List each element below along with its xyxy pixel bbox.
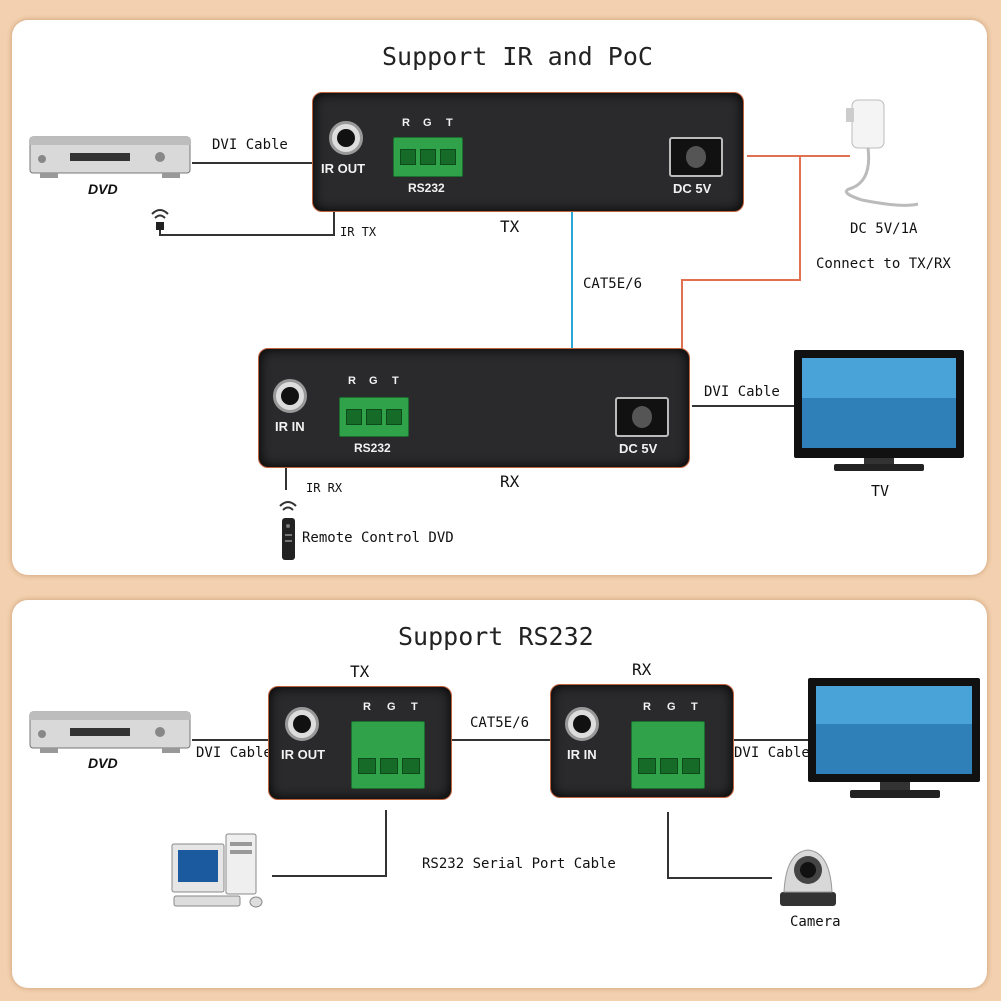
dc-label: DC 5V [619, 441, 658, 456]
dvi-cable-label-left: DVI Cable [196, 745, 272, 761]
rx-device: IR IN R G T RS232 DC 5V [258, 348, 690, 468]
ir-out-jack [329, 121, 363, 155]
cat-label: CAT5E/6 [470, 715, 530, 731]
dc-jack [615, 397, 669, 437]
panel-title: Support IR and PoC [382, 42, 653, 71]
terminal-g-label: G [369, 375, 378, 387]
dvi-cable-label-left: DVI Cable [212, 137, 288, 153]
connect-label: Connect to TX/RX [816, 256, 951, 272]
tx-device: IR OUT R G T RS232 DC 5V [312, 92, 744, 212]
rs232-terminal [339, 397, 409, 437]
connection-lines [159, 155, 850, 490]
remote-control-icon [279, 501, 297, 560]
terminal-t-label: T [446, 117, 453, 129]
tv-icon [794, 350, 964, 471]
dvd-label: DVD [88, 181, 118, 197]
terminal-g-label: G [387, 701, 396, 713]
terminal-g-label: G [667, 701, 676, 713]
remote-label: Remote Control DVD [302, 530, 454, 546]
tx-label: TX [350, 662, 370, 681]
rs232-panel: Support RS232 TX RX DVD DVI Cable IR OUT… [12, 600, 987, 988]
dvi-cable-label-right: DVI Cable [734, 745, 810, 761]
camera-icon [780, 849, 836, 906]
ir-out-label: IR OUT [321, 161, 366, 176]
rx-device: IR IN R G T [550, 684, 734, 798]
rs232-terminal [631, 721, 705, 789]
tv-label: TV [871, 482, 890, 500]
ir-in-jack [565, 707, 599, 741]
power-adapter-icon [844, 99, 919, 207]
dc-jack [669, 137, 723, 177]
ir-emitter-icon [151, 209, 169, 230]
connection-lines [192, 739, 810, 879]
terminal-g-label: G [423, 117, 432, 129]
terminal-r-label: R [643, 701, 651, 713]
panel-title: Support RS232 [398, 622, 594, 651]
computer-icon [171, 833, 263, 908]
cat-label: CAT5E/6 [583, 276, 643, 292]
terminal-r-label: R [363, 701, 371, 713]
terminal-r-label: R [348, 375, 356, 387]
rs232-label: RS232 [354, 441, 391, 455]
tx-device: IR OUT R G T [268, 686, 452, 800]
rx-label: RX [500, 472, 520, 491]
dvd-label: DVD [88, 755, 118, 771]
terminal-r-label: R [402, 117, 410, 129]
ir-in-label: IR IN [567, 747, 597, 762]
ir-in-label: IR IN [275, 419, 305, 434]
power-label: DC 5V/1A [850, 221, 918, 237]
dvd-player-icon [29, 711, 191, 753]
dvi-cable-label-right: DVI Cable [704, 384, 780, 400]
rs232-label: RS232 [408, 181, 445, 195]
ir-in-jack [273, 379, 307, 413]
ir-poc-panel: Support IR and PoC DVD DVI Cable IR TX I… [12, 20, 987, 575]
tx-label: TX [500, 217, 520, 236]
ir-out-label: IR OUT [281, 747, 326, 762]
terminal-t-label: T [691, 701, 698, 713]
ir-tx-label: IR TX [340, 225, 377, 239]
rs232-terminal [393, 137, 463, 177]
dc-label: DC 5V [673, 181, 712, 196]
ir-out-jack [285, 707, 319, 741]
serial-cable-label: RS232 Serial Port Cable [422, 856, 616, 872]
ir-rx-label: IR RX [306, 481, 343, 495]
tv-icon [808, 678, 980, 798]
rx-label: RX [632, 660, 652, 679]
rs232-terminal [351, 721, 425, 789]
terminal-t-label: T [392, 375, 399, 387]
dvd-player-icon [29, 136, 191, 178]
terminal-t-label: T [411, 701, 418, 713]
camera-label: Camera [790, 914, 841, 930]
